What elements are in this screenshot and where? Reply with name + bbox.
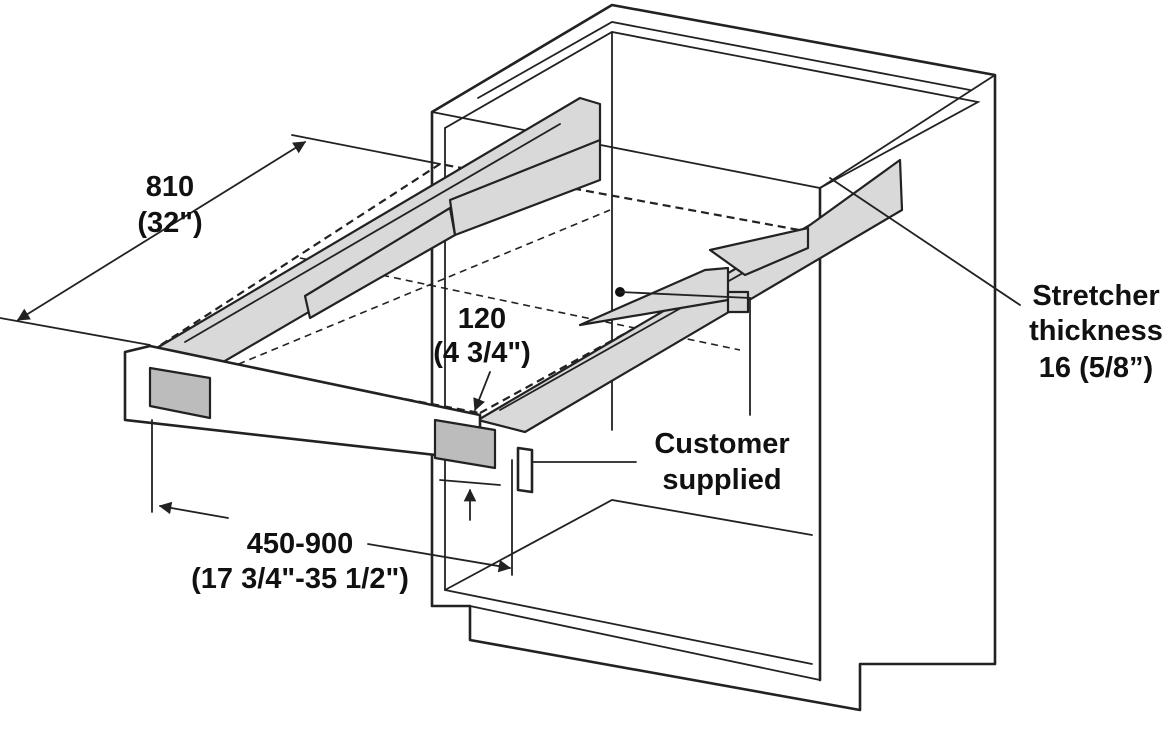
- depth-in-label: (32"): [137, 207, 202, 239]
- width-in-label: (17 3/4"-35 1/2"): [191, 563, 409, 595]
- stretcher-label-line3: 16 (5/8”): [1039, 352, 1153, 384]
- customer-label-line1: Customer: [654, 428, 789, 460]
- offset-in-label: (4 3/4"): [433, 337, 531, 369]
- customer-label-line2: supplied: [662, 464, 781, 496]
- stretcher-label-line1: Stretcher: [1032, 280, 1159, 312]
- dimension-810: [0, 134, 441, 346]
- leader-lines: [531, 177, 1021, 463]
- front-stretcher: [123, 344, 497, 470]
- customer-supplied-post: [516, 446, 534, 494]
- dimension-120: [439, 371, 501, 521]
- offset-mm-label: 120: [458, 303, 506, 335]
- stretcher-label-line2: thickness: [1029, 315, 1163, 347]
- width-mm-label: 450-900: [247, 528, 353, 560]
- depth-mm-label: 810: [146, 171, 194, 203]
- dimension-450-900: [151, 419, 513, 576]
